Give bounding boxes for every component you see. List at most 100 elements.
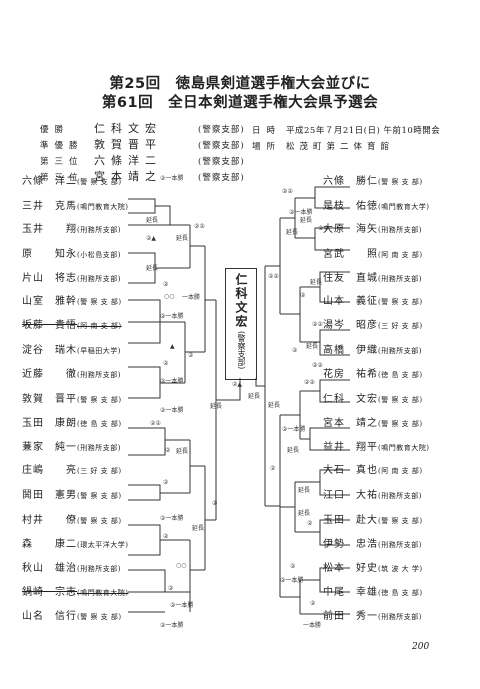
player-entry: 秋山 雄治(刑務所支部)	[22, 563, 121, 575]
player-affiliation: (刑務所支部)	[378, 613, 422, 621]
player-affiliation: (刑務所支部)	[77, 226, 121, 234]
player-affiliation: (早稲田大学)	[77, 347, 121, 355]
player-name: 片山 将志	[22, 273, 77, 284]
ippon-mark: ②一本勝	[160, 377, 183, 385]
player-affiliation: (警 察 支 部)	[77, 298, 122, 306]
player-name: 益井 翔平	[323, 442, 378, 453]
player-name: 玉田 康朗	[22, 418, 77, 429]
marker-label: ②▲	[146, 235, 156, 242]
marker-label: ②	[188, 352, 194, 359]
event-place: 場所松茂町第二体育館	[252, 141, 394, 153]
player-name: 玉井 翔	[22, 224, 77, 235]
event-text: 松茂町第二体育館	[286, 142, 395, 152]
player-entry: 六條 洋二(警 察 支 部)	[22, 176, 122, 188]
enchou-mark: 延長	[268, 401, 280, 409]
player-name: 三井 克馬	[22, 201, 77, 212]
player-entry: 玉井 翔(刑務所支部)	[22, 224, 121, 236]
player-affiliation: (警 察 支 部)	[378, 517, 423, 525]
player-name: 玉田 赴大	[323, 515, 378, 526]
ippon-mark: ②一本勝	[280, 576, 303, 584]
ippon-mark: 一本勝	[182, 293, 200, 301]
player-entry: 花房 祐希(徳 島 支 部)	[323, 369, 423, 381]
result-affiliation: (警察支部)	[198, 125, 245, 135]
player-affiliation: (警 察 支 部)	[77, 396, 122, 404]
player-entry: 玉田 赴大(警 察 支 部)	[323, 515, 423, 527]
player-entry: 村井 僚(警 察 支 部)	[22, 515, 122, 527]
player-entry: 大原 海矢(刑務所支部)	[323, 224, 422, 236]
player-entry: 森 康二(環太平洋大学)	[22, 539, 128, 551]
player-affiliation: (鳴門教育大院)	[77, 589, 129, 597]
player-affiliation: (刑務所支部)	[378, 226, 422, 234]
marker-label: ▲	[170, 343, 175, 350]
champion-box: 仁科文宏 (警察支部)	[225, 268, 257, 380]
marker-label: ②②	[312, 362, 323, 369]
player-affiliation: (警 察 支 部)	[77, 613, 122, 621]
player-affiliation: (警 察 支 部)	[77, 517, 122, 525]
result-row: 優勝仁科文宏(警察支部)	[40, 123, 245, 136]
player-name: 淀谷 瑞木	[22, 345, 77, 356]
enchou-mark: 延長	[286, 228, 298, 236]
ippon-mark: ②一本勝	[160, 406, 183, 414]
player-name: 大石 真也	[323, 465, 378, 476]
player-name: 仁科 文宏	[323, 394, 378, 405]
marker-label: ②	[292, 347, 298, 354]
player-name: 湯岑 昭彦	[323, 320, 378, 331]
ippon-mark: ②一本勝	[282, 425, 305, 433]
enchou-mark: 延長	[300, 216, 312, 224]
marker-label: ②②	[312, 321, 323, 328]
player-affiliation: (鳴門教育大学)	[378, 203, 430, 211]
marker-label: ②	[165, 447, 171, 454]
result-rank: 準優勝	[40, 141, 84, 151]
marker-label: ②	[307, 520, 313, 527]
event-text: 場所	[252, 142, 282, 152]
marker-label: ②	[212, 500, 218, 507]
player-name: 原 知永	[22, 249, 77, 260]
marker-label: ②	[300, 292, 306, 299]
player-affiliation: (刑務所支部)	[378, 275, 422, 283]
player-entry: 松本 好史(筑 波 大 学)	[323, 563, 423, 575]
enchou-mark: 延長	[310, 278, 322, 286]
player-affiliation: (環太平洋大学)	[77, 541, 129, 549]
player-entry: 山名 信行(警 察 支 部)	[22, 611, 122, 623]
marker-label: ②②	[304, 379, 315, 386]
result-name: 仁科文宏	[94, 122, 162, 135]
player-affiliation: (刑務所支部)	[378, 492, 422, 500]
player-entry: 六條 勝仁(警 察 支 部)	[323, 176, 423, 188]
player-name: 松本 好史	[323, 563, 378, 574]
player-affiliation: (刑務所支部)	[77, 444, 121, 452]
player-entry: 湯岑 昭彦(三 好 支 部)	[323, 320, 423, 332]
result-rank: 第三位	[40, 173, 84, 183]
enchou-mark: 延長	[176, 447, 188, 455]
result-name: 六條洋二	[94, 154, 162, 167]
enchou-mark: 延長	[248, 392, 260, 400]
player-name: 高橋 伊織	[323, 345, 378, 356]
player-name: 大原 海矢	[323, 224, 378, 235]
player-affiliation: (警 察 支 部)	[77, 492, 122, 500]
player-entry: 庄嶋 亮(三 好 支 部)	[22, 465, 122, 477]
player-entry: 宮武 照(阿 南 支 部)	[323, 249, 423, 261]
player-entry: 高橋 伊織(刑務所支部)	[323, 345, 422, 357]
player-name: 村井 僚	[22, 515, 77, 526]
marker-label: ②	[163, 533, 169, 540]
player-name: 鬨田 憲男	[22, 490, 77, 501]
result-affiliation: (警察支部)	[198, 141, 245, 151]
marker-label: ○○	[164, 293, 174, 300]
player-affiliation: (警 察 支 部)	[378, 420, 423, 428]
player-entry: 原 知永(小松島支部)	[22, 249, 121, 261]
player-entry: 仁科 文宏(警 察 支 部)	[323, 394, 423, 406]
result-row: 第三位宮本靖之(警察支部)	[40, 171, 245, 184]
title-line-2: 第61回 全日本剣道選手権大会県予選会	[101, 95, 379, 111]
player-affiliation: (三 好 支 部)	[378, 322, 423, 330]
marker-label: ②▲	[232, 381, 242, 388]
player-affiliation: (刑務所支部)	[77, 371, 121, 379]
player-affiliation: (警 察 支 部)	[378, 178, 423, 186]
player-affiliation: (阿 南 支 部)	[77, 322, 122, 330]
player-entry: 前田 秀一(刑務所支部)	[323, 611, 422, 623]
player-entry: 鍋崎 宗志(鳴門教育大院)	[22, 587, 128, 599]
player-affiliation: (徳 島 支 部)	[378, 589, 423, 597]
result-row: 第三位六條洋二(警察支部)	[40, 155, 245, 168]
ippon-mark: ②一本勝	[160, 514, 183, 522]
result-name: 敦賀晋平	[94, 138, 162, 151]
ippon-mark: ②一本勝	[160, 312, 183, 320]
marker-label: ②	[290, 563, 296, 570]
